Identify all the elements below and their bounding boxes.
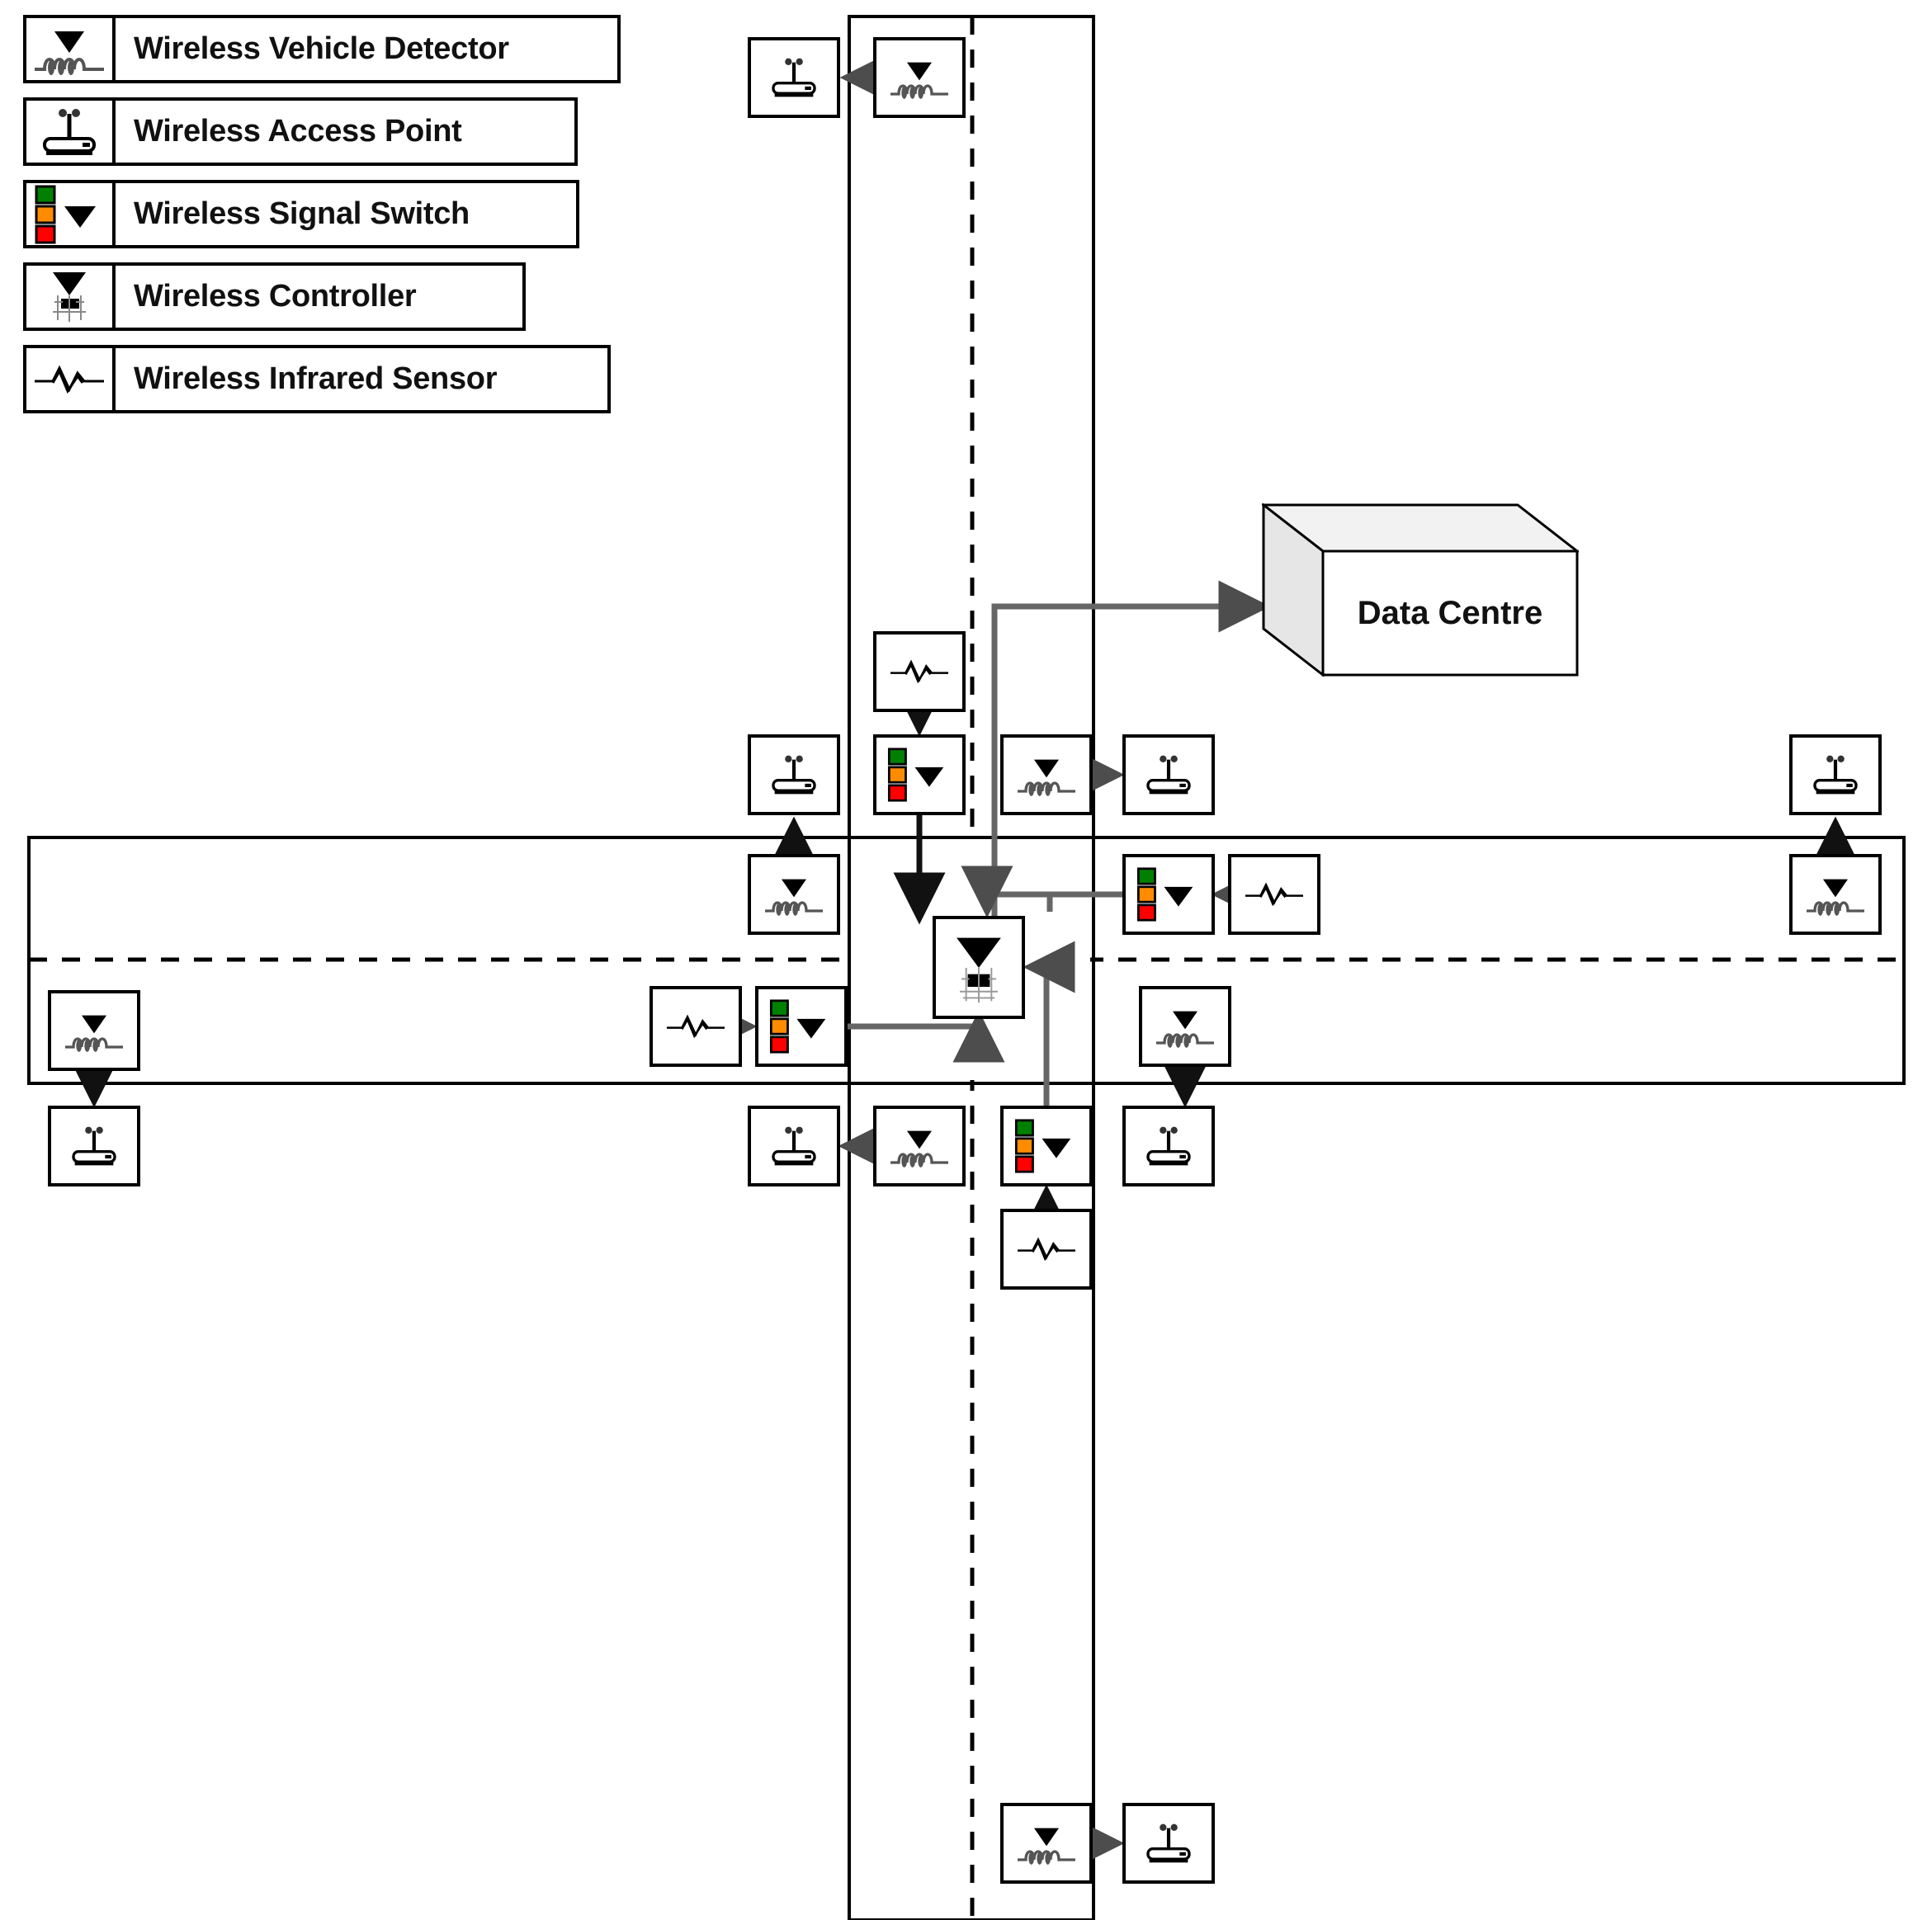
node-ap-bottom-left[interactable] bbox=[48, 1106, 140, 1186]
wireless-vehicle-detector-icon bbox=[1156, 1011, 1214, 1048]
data-centre-node[interactable]: Data Centre bbox=[1262, 503, 1579, 677]
node-ap-lower-right[interactable] bbox=[1122, 1106, 1215, 1186]
wireless-vehicle-detector-icon bbox=[65, 1015, 123, 1052]
wireless-signal-switch-icon bbox=[769, 999, 826, 1054]
wireless-vehicle-detector-icon bbox=[23, 15, 116, 83]
node-wvd-lower-mid[interactable] bbox=[873, 1106, 966, 1186]
node-irs-upper-mid[interactable] bbox=[873, 631, 966, 712]
legend-item-wireless-controller: Wireless Controller bbox=[23, 262, 621, 331]
wireless-infrared-sensor-icon bbox=[1245, 882, 1303, 907]
wireless-signal-switch-icon bbox=[1014, 1119, 1071, 1173]
wireless-infrared-sensor-icon bbox=[23, 345, 116, 413]
node-wss-road-left[interactable] bbox=[755, 986, 848, 1067]
wireless-infrared-sensor-icon bbox=[890, 659, 948, 684]
link-wss-right-to-controller bbox=[961, 866, 1122, 918]
wireless-access-point-icon bbox=[772, 58, 816, 97]
wireless-vehicle-detector-icon bbox=[1018, 1828, 1075, 1865]
wireless-controller-icon bbox=[957, 937, 1001, 1002]
legend-label: Wireless Access Point bbox=[116, 97, 578, 166]
legend-item-wireless-access-point: Wireless Access Point bbox=[23, 97, 621, 166]
wireless-access-point-icon bbox=[72, 1126, 116, 1166]
wireless-vehicle-detector-icon bbox=[1807, 879, 1864, 916]
node-ap-upper-left[interactable] bbox=[748, 734, 840, 815]
legend-item-wireless-signal-switch: Wireless Signal Switch bbox=[23, 180, 621, 248]
node-wvd-bottom[interactable] bbox=[1000, 1803, 1093, 1884]
wireless-access-point-icon bbox=[1146, 1823, 1191, 1863]
legend-item-wireless-vehicle-detector: Wireless Vehicle Detector bbox=[23, 15, 621, 83]
node-wvd-upper-right[interactable] bbox=[1000, 734, 1093, 815]
wireless-vehicle-detector-icon bbox=[890, 1130, 948, 1168]
node-wvd-far-left[interactable] bbox=[48, 990, 140, 1071]
node-ap-bottom[interactable] bbox=[1122, 1803, 1215, 1884]
legend: Wireless Vehicle Detector Wireless Acces… bbox=[23, 15, 621, 427]
node-wireless-controller[interactable] bbox=[933, 916, 1025, 1019]
legend-label: Wireless Signal Switch bbox=[116, 180, 579, 248]
node-irs-lower-mid[interactable] bbox=[1000, 1209, 1093, 1290]
wireless-access-point-icon bbox=[23, 97, 116, 166]
node-ap-top-left[interactable] bbox=[748, 37, 840, 118]
legend-label: Wireless Controller bbox=[116, 262, 526, 331]
node-wvd-road-upleft[interactable] bbox=[748, 854, 840, 935]
legend-item-wireless-infrared-sensor: Wireless Infrared Sensor bbox=[23, 345, 621, 413]
node-ap-lower-mid[interactable] bbox=[748, 1106, 840, 1186]
node-wvd-top[interactable] bbox=[873, 37, 966, 118]
wireless-signal-switch-icon bbox=[887, 748, 944, 802]
link-lines bbox=[68, 51, 1862, 1870]
legend-label: Wireless Vehicle Detector bbox=[116, 15, 621, 83]
wireless-vehicle-detector-icon bbox=[890, 62, 948, 99]
node-wss-upper-mid[interactable] bbox=[873, 734, 966, 815]
wireless-access-point-icon bbox=[1146, 1126, 1191, 1166]
node-wvd-far-right[interactable] bbox=[1789, 854, 1882, 935]
wireless-controller-icon bbox=[23, 262, 116, 331]
node-irs-road-left[interactable] bbox=[650, 986, 742, 1067]
node-ap-upper-right[interactable] bbox=[1122, 734, 1215, 815]
node-irs-road-right[interactable] bbox=[1228, 854, 1320, 935]
node-wss-lower-mid[interactable] bbox=[1000, 1106, 1093, 1186]
wireless-access-point-icon bbox=[772, 755, 816, 795]
node-wvd-road-lowright[interactable] bbox=[1139, 986, 1231, 1067]
legend-label: Wireless Infrared Sensor bbox=[116, 345, 611, 413]
wireless-signal-switch-icon bbox=[1136, 867, 1193, 922]
wireless-infrared-sensor-icon bbox=[1018, 1237, 1075, 1262]
wireless-vehicle-detector-icon bbox=[765, 879, 823, 916]
wireless-access-point-icon bbox=[1813, 755, 1858, 795]
wireless-vehicle-detector-icon bbox=[1018, 759, 1075, 796]
wireless-infrared-sensor-icon bbox=[667, 1014, 725, 1039]
wireless-access-point-icon bbox=[772, 1126, 816, 1166]
wireless-access-point-icon bbox=[1146, 755, 1191, 795]
wireless-signal-switch-icon bbox=[23, 180, 116, 248]
node-wss-road-right[interactable] bbox=[1122, 854, 1215, 935]
node-ap-far-right[interactable] bbox=[1789, 734, 1882, 815]
